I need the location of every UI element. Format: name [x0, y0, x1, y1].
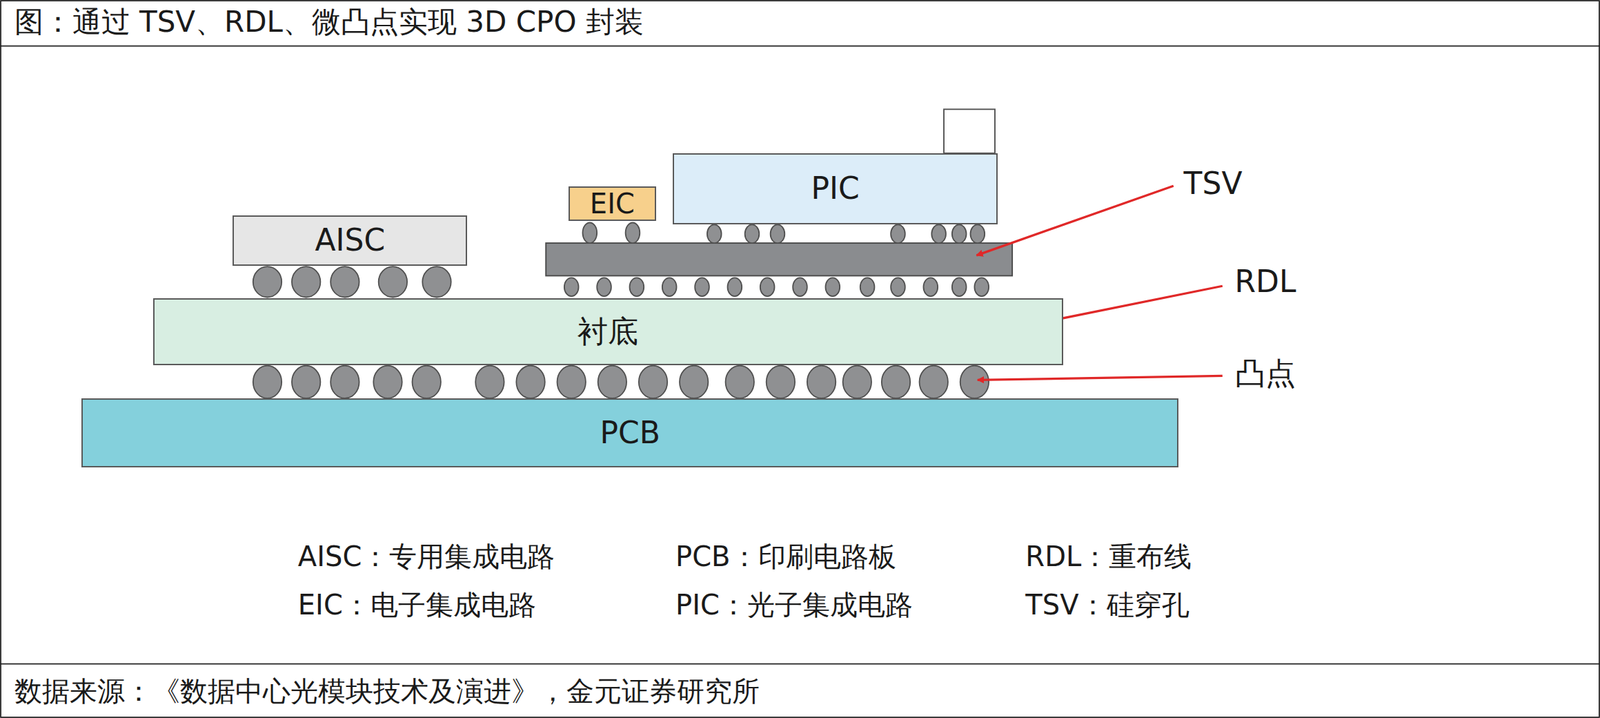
solder-bump [291, 365, 321, 399]
fiber-coupler [943, 109, 995, 154]
package-layer-box: 衬底 [153, 298, 1064, 366]
solder-bump [330, 266, 359, 297]
solder-bump [745, 224, 760, 243]
solder-bump [625, 222, 641, 244]
solder-bump [825, 277, 840, 296]
solder-bump [890, 277, 906, 296]
solder-bump [557, 365, 586, 399]
solder-bump [411, 365, 441, 399]
abbreviation-note: RDL：重布线 [1025, 540, 1192, 572]
solder-bump [952, 224, 967, 243]
solder-bump [679, 365, 708, 399]
solder-bump [291, 266, 321, 297]
solder-bump [707, 224, 722, 243]
abbreviation-note: PIC：光子集成电路 [675, 589, 913, 620]
layer-label: 衬底 [577, 314, 639, 348]
solder-bump [662, 277, 677, 296]
solder-bump [890, 224, 906, 243]
figure-title: 图：通过 TSV、RDL、微凸点实现 3D CPO 封装 [14, 6, 644, 38]
abbreviation-note: PCB：印刷电路板 [675, 540, 897, 572]
abbreviation-note: EIC：电子集成电路 [298, 589, 537, 620]
leader-arrow [977, 375, 1223, 380]
solder-bump [330, 365, 359, 399]
callout-label: RDL [1235, 264, 1297, 299]
callout-label: TSV [1183, 166, 1243, 201]
solder-bump [760, 277, 775, 296]
leader-arrow [976, 185, 1173, 256]
caption-rule [0, 663, 1600, 665]
solder-bump [373, 365, 402, 399]
package-layer-box: EIC [568, 186, 657, 221]
solder-bump [727, 277, 742, 296]
abbreviation-note: AISC：专用集成电路 [298, 540, 555, 572]
solder-bump [582, 222, 597, 244]
solder-bump [974, 277, 989, 296]
solder-bump [960, 365, 989, 399]
solder-bump [516, 365, 545, 399]
interposer-layer [545, 242, 1013, 276]
package-layer-box: PCB [81, 398, 1179, 468]
solder-bump [952, 277, 967, 296]
solder-bump [919, 365, 948, 399]
solder-bump [422, 266, 451, 297]
solder-bump [596, 277, 612, 296]
solder-bump [766, 365, 795, 399]
solder-bump [598, 365, 627, 399]
solder-bump [378, 266, 408, 297]
solder-bump [564, 277, 579, 296]
solder-bump [792, 277, 808, 296]
title-rule [0, 45, 1600, 47]
source-caption: 数据来源：《数据中心光模块技术及演进》，金元证券研究所 [14, 675, 760, 706]
solder-bump [931, 224, 946, 243]
layer-label: PIC [810, 171, 859, 205]
solder-bump [638, 365, 668, 399]
solder-bump [881, 365, 911, 399]
solder-bump [253, 266, 282, 297]
solder-bump [253, 365, 282, 399]
package-layer-box: AISC [232, 215, 468, 265]
solder-bump [970, 224, 985, 243]
solder-bump [923, 277, 938, 296]
solder-bump [860, 277, 875, 296]
callout-label: 凸点 [1235, 356, 1296, 390]
layer-label: PCB [600, 416, 661, 450]
solder-bump [694, 277, 710, 296]
solder-bump [629, 277, 645, 296]
abbreviation-note: TSV：硅穿孔 [1025, 589, 1189, 620]
solder-bump [807, 365, 836, 399]
solder-bump [843, 365, 872, 399]
layer-label: EIC [589, 188, 635, 219]
solder-bump [770, 224, 786, 243]
solder-bump [475, 365, 504, 399]
package-layer-box: PIC [672, 153, 999, 225]
layer-label: AISC [314, 223, 385, 257]
solder-bump [725, 365, 755, 399]
